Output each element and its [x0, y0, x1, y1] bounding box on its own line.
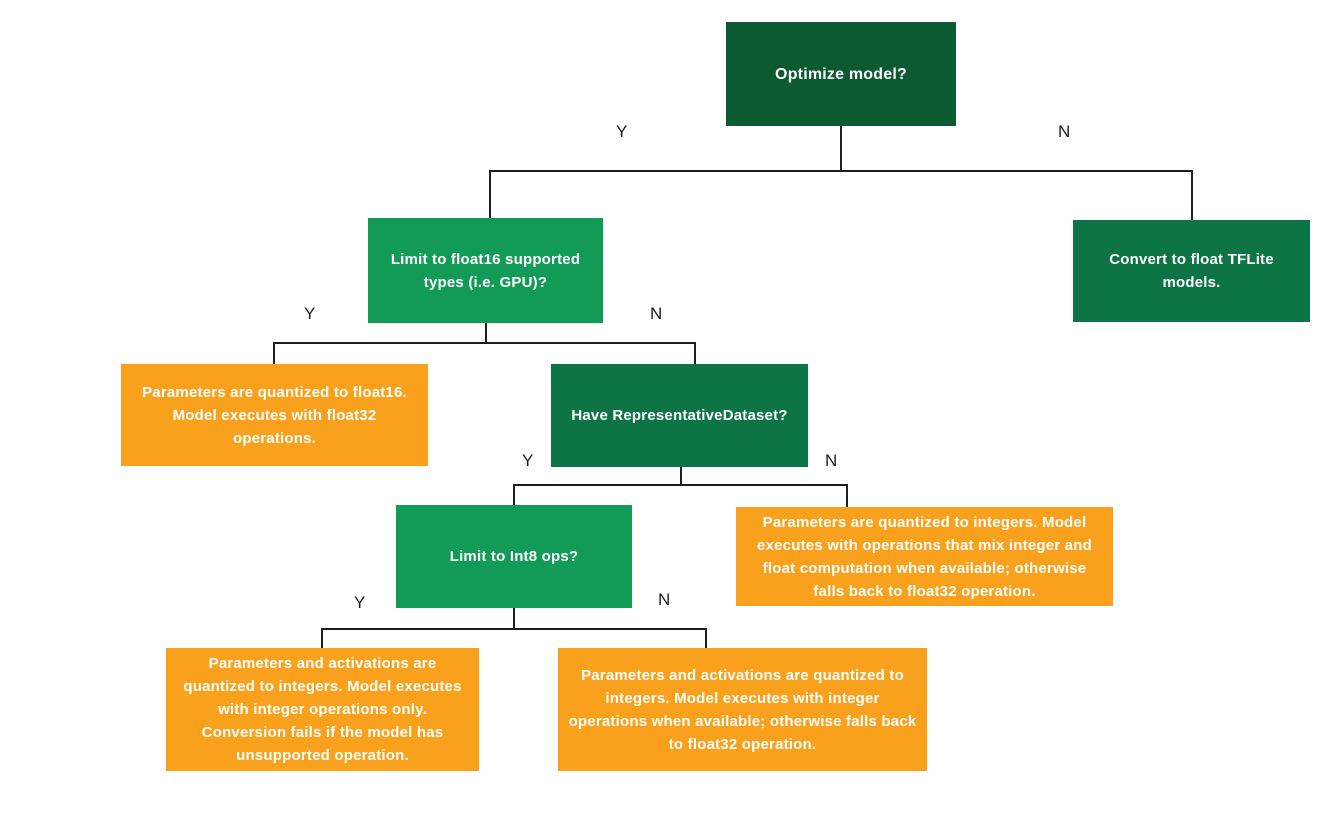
branch4-no-label: N: [658, 590, 671, 609]
connector-branch3-horizontal: [513, 484, 848, 486]
outcome-float16-quantization: Parameters are quantized to float16. Mod…: [121, 364, 428, 466]
connector-int8-down: [513, 607, 515, 630]
decision-have-representative-dataset: Have RepresentativeDataset?: [551, 364, 808, 467]
connector-float16-in: [489, 170, 491, 218]
connector-float16-down: [485, 322, 487, 344]
outcome-mixed-integer-float: Parameters are quantized to integers. Mo…: [736, 507, 1113, 606]
branch1-yes-label: Y: [616, 122, 628, 141]
branch3-yes-label: Y: [522, 451, 534, 470]
connector-dynamic-result-in: [846, 484, 848, 507]
connector-float16-result-in: [273, 342, 275, 364]
connector-int8-in: [513, 484, 515, 505]
decision-limit-float16: Limit to float16 supported types (i.e. G…: [368, 218, 603, 323]
connector-have-dataset-down: [680, 466, 682, 486]
outcome-integer-only: Parameters and activations are quantized…: [166, 648, 479, 771]
outcome-integer-with-fallback: Parameters and activations are quantized…: [558, 648, 927, 771]
action-convert-float-tflite: Convert to float TFLite models.: [1073, 220, 1310, 322]
connector-convert-in: [1191, 170, 1193, 220]
decision-optimize-model: Optimize model?: [726, 22, 956, 126]
connector-optimize-down: [840, 126, 842, 171]
branch4-yes-label: Y: [354, 593, 366, 612]
connector-branch4-horizontal: [321, 628, 707, 630]
branch3-no-label: N: [825, 451, 838, 470]
branch1-no-label: N: [1058, 122, 1071, 141]
branch2-no-label: N: [650, 304, 663, 323]
branch2-yes-label: Y: [304, 304, 316, 323]
connector-branch2-horizontal: [273, 342, 696, 344]
connector-have-dataset-in: [694, 342, 696, 364]
connector-int8-fallback-result-in: [705, 628, 707, 648]
connector-branch1-horizontal: [489, 170, 1193, 172]
connector-int8-only-result-in: [321, 628, 323, 648]
decision-limit-int8-ops: Limit to Int8 ops?: [396, 505, 632, 608]
